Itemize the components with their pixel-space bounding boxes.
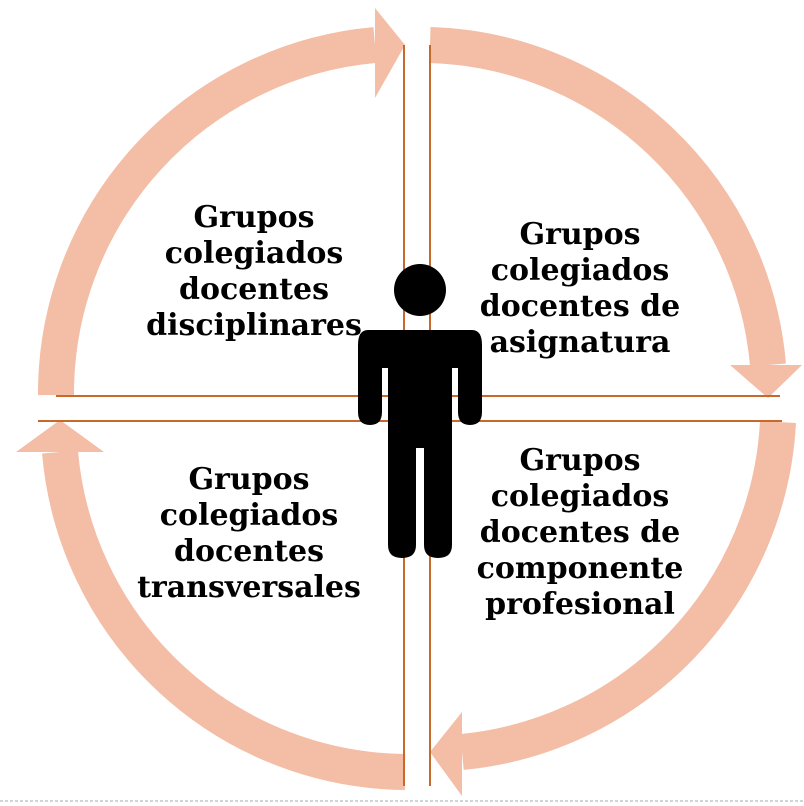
arrow-bottom-right-to-bottom-left <box>460 421 796 770</box>
quadrant-label-transversales: Grupos colegiados docentes transversales <box>129 462 369 606</box>
label-line: disciplinares <box>146 308 362 343</box>
arrowhead-bottom-left <box>16 420 104 452</box>
arrow-top-left-to-top-right <box>37 27 377 396</box>
label-line: Grupos <box>519 443 641 478</box>
quadrant-label-disciplinares: Grupos colegiados docentes disciplinares <box>134 200 374 344</box>
label-line: docentes de <box>479 515 681 550</box>
arrowhead-top-right <box>730 365 802 398</box>
label-line: Grupos <box>519 217 641 252</box>
arrowhead-top-left <box>375 8 405 98</box>
label-line: docentes de <box>479 289 681 324</box>
label-line: docentes <box>179 272 329 307</box>
label-line: colegiados <box>164 236 344 271</box>
label-line: colegiados <box>490 253 670 288</box>
label-line: Grupos <box>193 200 315 235</box>
quadrant-label-componente-profesional: Grupos colegiados docentes de componente… <box>460 443 700 623</box>
label-line: asignatura <box>489 325 671 360</box>
label-line: Grupos <box>188 462 310 497</box>
label-line: docentes <box>174 534 324 569</box>
arrow-bottom-left-to-top-left <box>42 450 406 790</box>
label-line: componente <box>476 551 684 586</box>
arrowhead-bottom-right <box>430 712 462 796</box>
label-line: colegiados <box>490 479 670 514</box>
label-line: colegiados <box>159 498 339 533</box>
person-icon <box>358 264 482 558</box>
label-line: profesional <box>485 587 675 622</box>
arrow-top-right-to-bottom-right <box>429 27 786 367</box>
label-line: transversales <box>137 570 361 605</box>
quadrant-label-asignatura: Grupos colegiados docentes de asignatura <box>460 217 700 361</box>
cycle-arrows <box>16 8 802 796</box>
